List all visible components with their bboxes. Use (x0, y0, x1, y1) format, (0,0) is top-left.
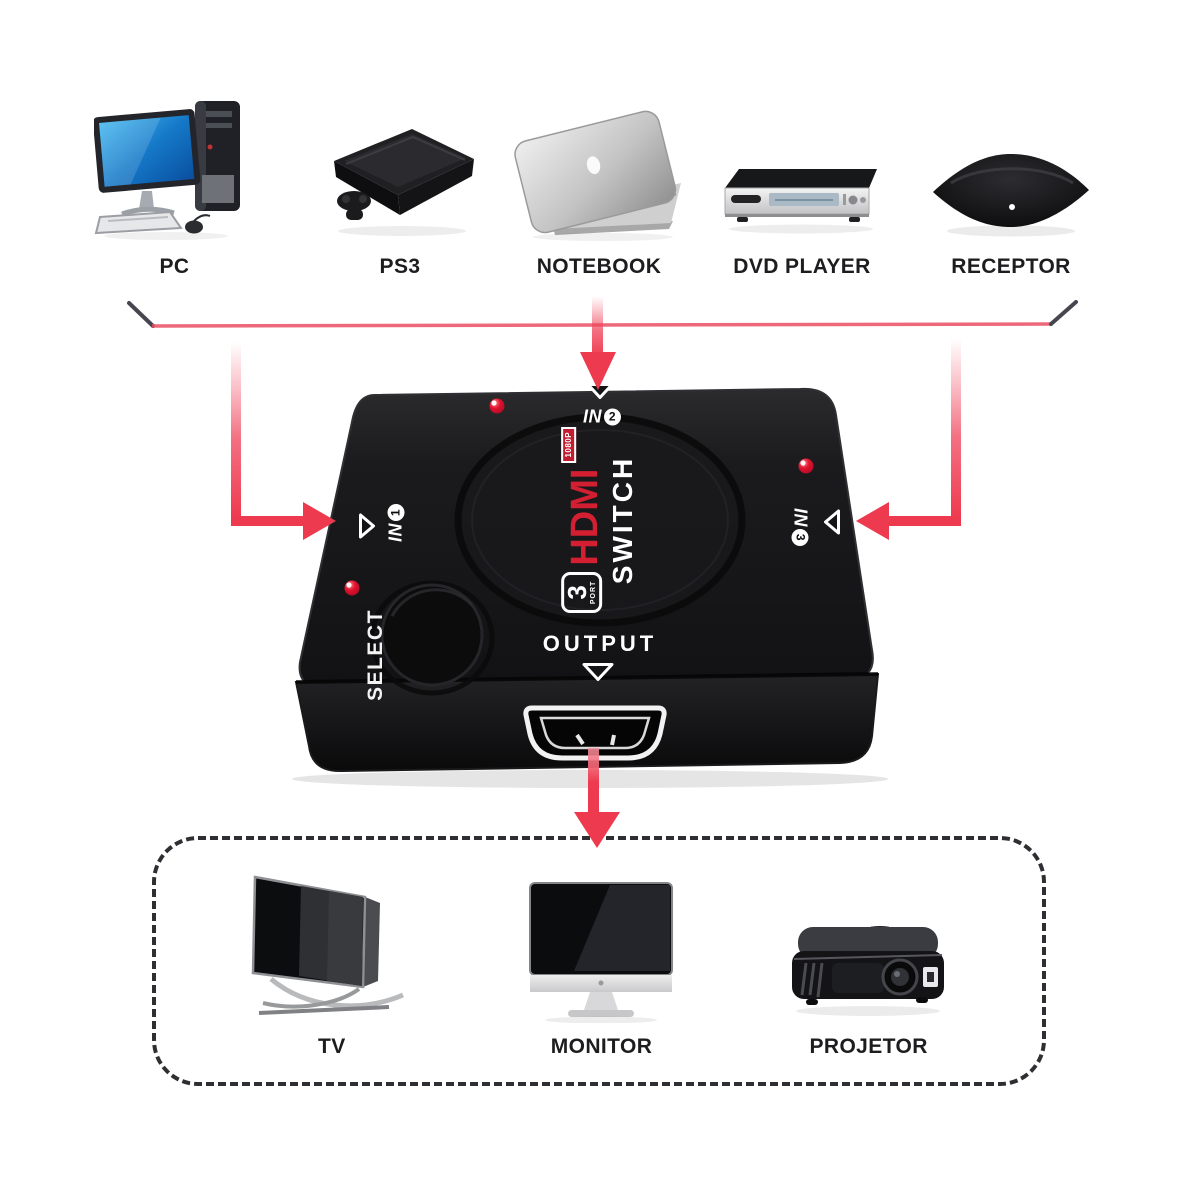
display-device-monitor: MONITOR (516, 879, 686, 1058)
in1-text: IN (385, 523, 406, 542)
arrow-to-in2 (580, 296, 616, 390)
in2-text: IN (583, 406, 602, 427)
in2-marker-icon (586, 383, 614, 399)
hdmi-switch-logo: 3 PORT HDMI 1080P SWITCH (561, 422, 639, 618)
logo-port-word: PORT (589, 580, 597, 605)
in1-marker-icon (359, 513, 375, 539)
output-label: OUTPUT (542, 631, 658, 656)
display-label-monitor: MONITOR (550, 1034, 653, 1058)
pc-icon (93, 100, 240, 240)
select-led (344, 580, 360, 596)
in3-led (798, 458, 814, 474)
logo-3port-badge: 3 PORT (561, 571, 602, 614)
select-button-ring (369, 580, 495, 696)
in1-port-label: IN 1 (386, 504, 407, 542)
source-device-pc: PC (82, 92, 267, 278)
sources-bracket-line (127, 300, 1078, 328)
display-label-tv: TV (318, 1034, 346, 1058)
logo-port-count: 3 (562, 585, 593, 600)
dvd-player-icon (724, 168, 877, 234)
display-devices-box: TV MONITOR (152, 836, 1046, 1086)
in2-number: 2 (604, 408, 621, 426)
logo-product-word: SWITCH (606, 455, 638, 585)
logo-brand: HDMI (564, 468, 607, 566)
in3-text: IN (790, 508, 811, 527)
select-label: SELECT (364, 609, 387, 701)
projector-icon (792, 925, 945, 1016)
source-label-dvd-player: DVD PLAYER (733, 254, 871, 278)
source-device-receptor: RECEPTOR (918, 104, 1104, 278)
select-button (380, 583, 484, 687)
logo-ring (454, 413, 746, 627)
source-device-ps3: PS3 (312, 98, 488, 278)
in3-port-label: IN 3 (790, 508, 811, 546)
tv-icon (251, 875, 404, 1015)
monitor-icon (529, 881, 674, 1023)
source-label-receptor: RECEPTOR (951, 254, 1071, 278)
switch-body-graphic (292, 387, 888, 788)
display-device-tv: TV (237, 871, 427, 1058)
source-device-dvd-player: DVD PLAYER (710, 108, 894, 278)
in3-marker-icon (824, 509, 840, 535)
hdmi-output-port (523, 705, 667, 761)
source-device-notebook: NOTEBOOK (508, 92, 690, 278)
in2-led (489, 398, 505, 414)
output-marker-icon (582, 663, 614, 681)
notebook-icon (514, 110, 681, 241)
display-device-projetor: PROJETOR (776, 911, 961, 1058)
source-label-ps3: PS3 (379, 254, 421, 278)
receptor-icon (933, 153, 1089, 237)
source-label-notebook: NOTEBOOK (536, 254, 662, 278)
logo-resolution-badge: 1080P (561, 426, 577, 463)
source-label-pc: PC (159, 254, 190, 278)
ps3-icon (334, 128, 474, 236)
in3-number: 3 (791, 529, 809, 546)
in1-number: 1 (387, 504, 405, 521)
display-label-projetor: PROJETOR (809, 1034, 928, 1058)
